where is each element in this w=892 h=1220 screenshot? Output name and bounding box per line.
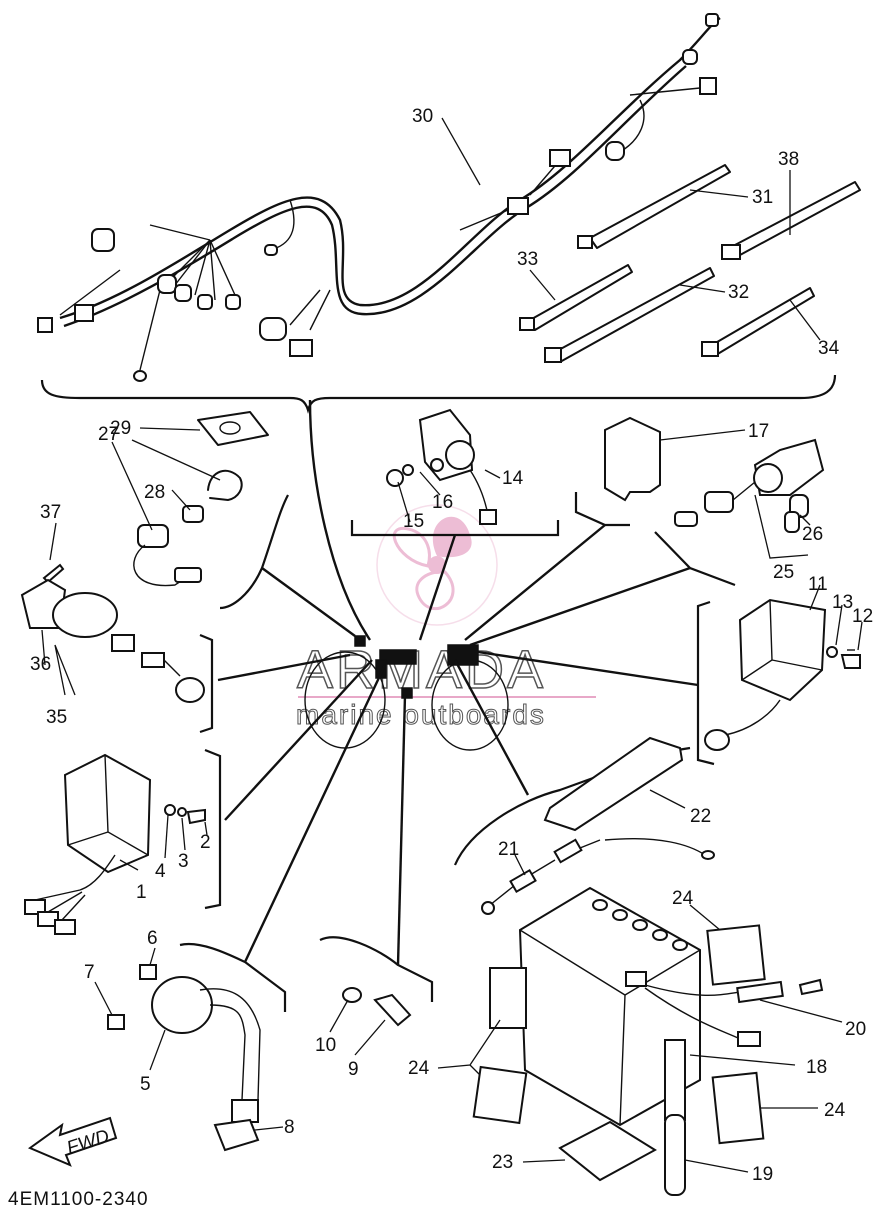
watermark-tagline: marine outboards: [296, 699, 546, 730]
label-33: 33: [517, 249, 538, 270]
propeller-icon: [376, 504, 498, 626]
part-11-rectifier: [704, 598, 861, 751]
part-27-28-sensor: [133, 469, 243, 587]
label-14: 14: [502, 468, 524, 489]
part-36-main-switch: [20, 578, 205, 703]
label-35: 35: [46, 707, 67, 728]
part-29-gasket: [197, 411, 269, 446]
label-25: 25: [773, 562, 794, 583]
label-4: 4: [155, 861, 166, 882]
part-22-battery-band: [543, 736, 684, 832]
group-braces: [179, 492, 736, 1012]
part-5-ignition-coil: [107, 964, 261, 1152]
label-24-top: 24: [672, 888, 694, 909]
label-3: 3: [178, 851, 189, 872]
label-21: 21: [498, 839, 519, 860]
part-21-wire: [481, 837, 715, 915]
part-37-pin: [42, 563, 65, 584]
part-14-starter-relay: [386, 408, 497, 525]
label-26: 26: [802, 524, 823, 545]
label-6: 6: [147, 928, 158, 949]
label-31: 31: [752, 187, 773, 208]
label-7: 7: [84, 962, 95, 983]
label-32: 32: [728, 282, 749, 303]
label-18: 18: [806, 1057, 827, 1078]
wire-harness: [37, 13, 721, 382]
leader-lines: [41, 117, 863, 1173]
label-13: 13: [832, 592, 853, 613]
part-25-26-coil: [674, 438, 825, 533]
label-36: 36: [30, 654, 51, 675]
label-34: 34: [818, 338, 840, 359]
part-labels: 30 31 38 33 32 34 29 14 17 27 28 16 15 2…: [30, 106, 873, 1185]
label-17: 17: [748, 421, 769, 442]
label-9: 9: [348, 1059, 359, 1080]
label-11: 11: [808, 574, 828, 595]
label-10: 10: [315, 1035, 336, 1056]
battery: [472, 886, 824, 1196]
label-20: 20: [845, 1019, 866, 1040]
cable-ties: [519, 164, 861, 363]
label-16: 16: [432, 492, 453, 513]
label-2: 2: [200, 832, 211, 853]
label-23: 23: [492, 1152, 513, 1173]
label-5: 5: [140, 1074, 151, 1095]
label-8: 8: [284, 1117, 295, 1138]
part-17-cover: [604, 416, 661, 502]
label-24-right: 24: [824, 1100, 846, 1121]
part-1-cdi-unit: [24, 753, 206, 935]
center-hub: [217, 399, 699, 966]
diagram-code: 4EM1100-2340: [8, 1189, 149, 1210]
label-29: 29: [110, 418, 131, 439]
label-24-left: 24: [408, 1058, 430, 1079]
label-38: 38: [778, 149, 799, 170]
label-15: 15: [403, 511, 424, 532]
label-19: 19: [752, 1164, 773, 1185]
label-22: 22: [690, 806, 711, 827]
label-12: 12: [852, 606, 873, 627]
label-37: 37: [40, 502, 61, 523]
fwd-arrow-icon: FWD: [27, 1116, 118, 1167]
part-9-10-switch: [342, 987, 412, 1027]
label-27: 27: [98, 424, 119, 445]
watermark-logo: ARMADA marine outboards: [296, 504, 596, 731]
label-30: 30: [412, 106, 433, 127]
label-1: 1: [136, 882, 147, 903]
label-28: 28: [144, 482, 165, 503]
harness-brace: [40, 374, 837, 414]
watermark-brand: ARMADA: [297, 640, 546, 700]
